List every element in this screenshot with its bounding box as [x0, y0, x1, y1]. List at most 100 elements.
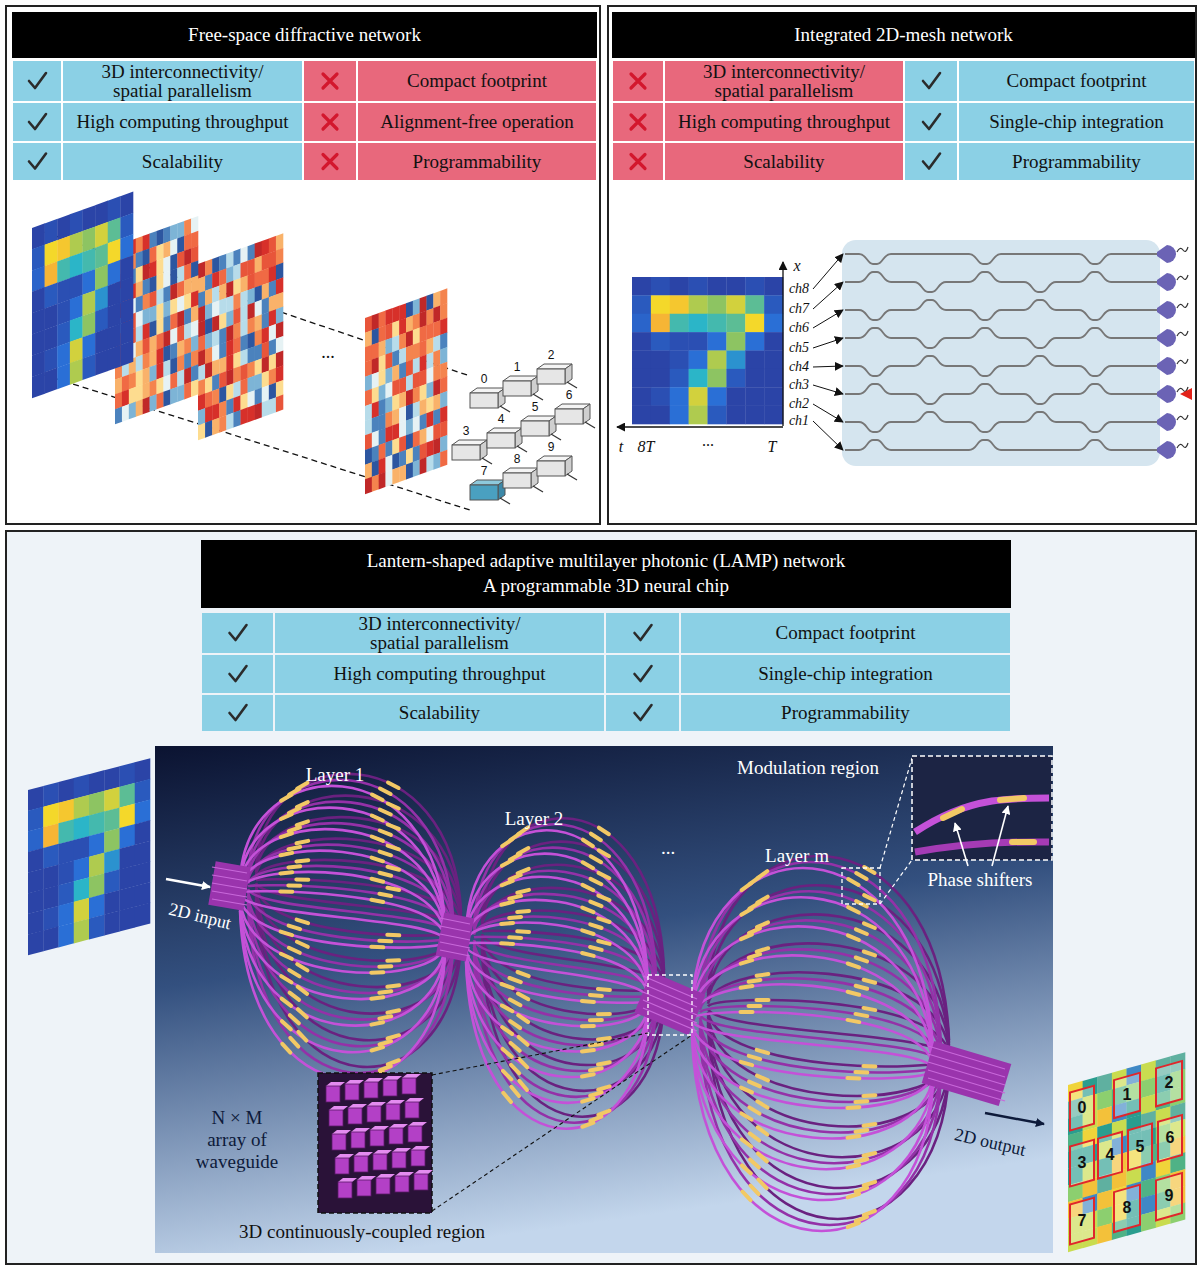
detector-lead — [567, 474, 577, 480]
phase-shifter — [856, 1130, 868, 1132]
region-label: Modulation region — [718, 755, 898, 781]
waveguide-rod — [376, 1178, 390, 1194]
phase-shifter — [749, 980, 761, 982]
class-digit: 9 — [1158, 1186, 1180, 1208]
grid-cell — [406, 315, 413, 333]
table-cell — [681, 695, 1010, 731]
phase-shifter — [519, 1081, 527, 1090]
grid-cell — [379, 428, 386, 446]
grid-cell — [386, 367, 393, 385]
waveguide-rod — [329, 1110, 343, 1126]
phase-shifter — [372, 858, 383, 862]
phase-shifter — [387, 933, 399, 938]
grid-cell — [379, 355, 386, 373]
phase-shifter — [855, 1099, 867, 1104]
phase-shifter — [518, 1015, 528, 1022]
inset-waveguide — [915, 798, 1049, 832]
grid-cell — [170, 312, 177, 330]
grid-cell — [150, 320, 157, 338]
class-digit: 4 — [1099, 1144, 1121, 1166]
grid-cell — [413, 313, 420, 331]
table-cell-text: High computing throughput — [666, 103, 902, 141]
grid-cell — [184, 248, 191, 266]
channel-link — [813, 338, 843, 348]
phase-shifter — [296, 860, 308, 861]
grid-cell — [191, 216, 198, 234]
phase-shifter — [510, 1000, 521, 1006]
grid-cell — [104, 849, 120, 874]
grid-cell — [708, 314, 727, 333]
grid-cell — [191, 290, 198, 308]
grid-cell — [150, 290, 157, 308]
table-cell — [959, 143, 1194, 180]
grid-cell — [136, 355, 143, 373]
waveguide — [466, 949, 648, 1003]
phase-shifter — [1000, 798, 1024, 800]
grid-cell — [43, 926, 59, 951]
modulation-inset — [912, 756, 1052, 860]
grid-cell — [386, 455, 393, 473]
phase-shifter — [598, 1086, 610, 1089]
phase-shifter — [590, 1117, 601, 1121]
grid-cell — [440, 420, 447, 438]
grid-cell — [163, 359, 170, 377]
grid-cell — [248, 243, 255, 261]
table-cell — [665, 143, 903, 180]
grid-cell — [255, 344, 262, 362]
grid-cell — [399, 376, 406, 394]
grid-cell — [115, 392, 122, 410]
phase-shifter — [518, 972, 529, 976]
layer-label: Layer 1 — [285, 762, 385, 788]
bundle-rod — [440, 950, 470, 956]
grid-cell — [219, 254, 226, 272]
phase-shifter — [863, 1093, 875, 1098]
grid-cell — [386, 440, 393, 458]
output-arrow — [985, 1113, 1044, 1124]
grid-cell — [170, 387, 177, 405]
phase-shifter — [297, 821, 308, 825]
check-mark — [29, 114, 46, 129]
grid-cell — [83, 354, 96, 380]
grid-cell — [372, 372, 379, 390]
channel-link — [813, 254, 843, 289]
grid-cell — [104, 766, 120, 791]
phase-shifter — [758, 1127, 768, 1134]
table-cell — [358, 61, 596, 101]
grid-cell — [392, 467, 399, 485]
check-mark — [923, 154, 940, 169]
bundle-rod — [440, 926, 470, 932]
waveguide-rod-top — [357, 1176, 376, 1180]
grid-cell — [262, 356, 269, 374]
detector-number: 0 — [477, 372, 491, 389]
grid-cell — [399, 318, 406, 336]
grid-cell — [184, 218, 191, 236]
grid-cell — [120, 845, 136, 870]
grid-cell — [191, 246, 198, 264]
grid-cell — [59, 819, 75, 844]
grid-cell — [170, 298, 177, 316]
grid-cell — [386, 411, 393, 429]
mesh-waveguide — [845, 440, 1158, 450]
grid-cell — [276, 395, 283, 413]
phase-shifter — [388, 846, 399, 850]
detector-number: 6 — [562, 388, 576, 405]
grid-cell — [399, 464, 406, 482]
time-label: T — [764, 436, 780, 458]
grid-cell — [670, 387, 689, 406]
grid-cell — [184, 337, 191, 355]
grid-cell — [163, 226, 170, 244]
waveguide-rod — [405, 1102, 419, 1118]
phase-shifter — [509, 935, 521, 940]
grid-cell — [764, 351, 783, 370]
detector — [452, 440, 492, 464]
bundle-rod — [643, 1008, 697, 1031]
grid-cell — [219, 386, 226, 404]
grid-cell — [670, 369, 689, 388]
grid-cell — [198, 408, 205, 426]
grid-cell — [372, 460, 379, 478]
grid-cell — [59, 922, 75, 947]
phase-shifter — [864, 1182, 876, 1186]
phase-shifter — [856, 929, 867, 934]
detector-side — [480, 440, 487, 460]
phase-shifter — [379, 991, 391, 993]
